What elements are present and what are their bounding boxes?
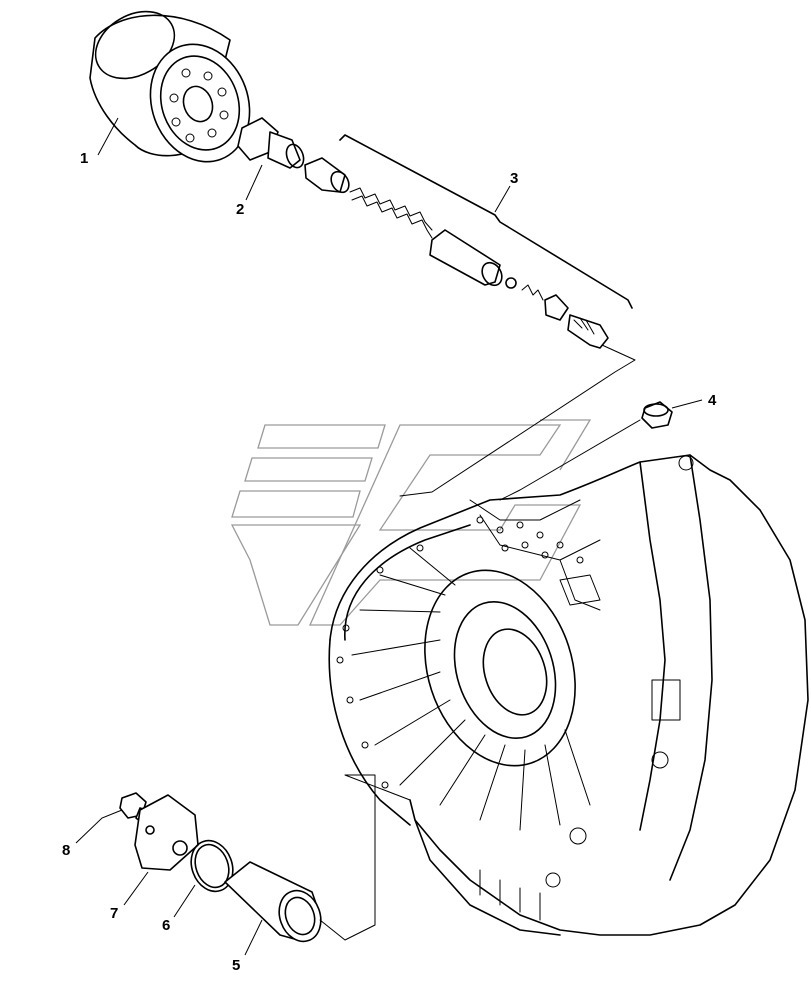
part-3-valve-assembly xyxy=(304,134,633,349)
watermark-logo xyxy=(230,419,592,626)
part-7-cover xyxy=(134,794,199,871)
transmission-housing xyxy=(328,454,809,936)
callout-7: 7 xyxy=(110,905,118,922)
part-4-plug xyxy=(641,401,673,429)
callout-labels: 1 2 3 4 5 6 7 8 xyxy=(62,150,717,974)
callout-2: 2 xyxy=(236,201,244,218)
callout-5: 5 xyxy=(232,957,240,974)
part-1-oil-filter xyxy=(89,10,251,163)
part-6-o-ring xyxy=(190,839,234,893)
callout-4: 4 xyxy=(708,392,717,409)
callout-1: 1 xyxy=(80,150,88,167)
part-2-fitting xyxy=(237,117,305,169)
part-5-sleeve xyxy=(224,861,322,943)
callout-3: 3 xyxy=(510,170,518,187)
callout-leaders xyxy=(75,117,703,956)
callout-6: 6 xyxy=(162,917,170,934)
assembly-guide-lines xyxy=(319,344,641,941)
callout-8: 8 xyxy=(62,842,70,859)
